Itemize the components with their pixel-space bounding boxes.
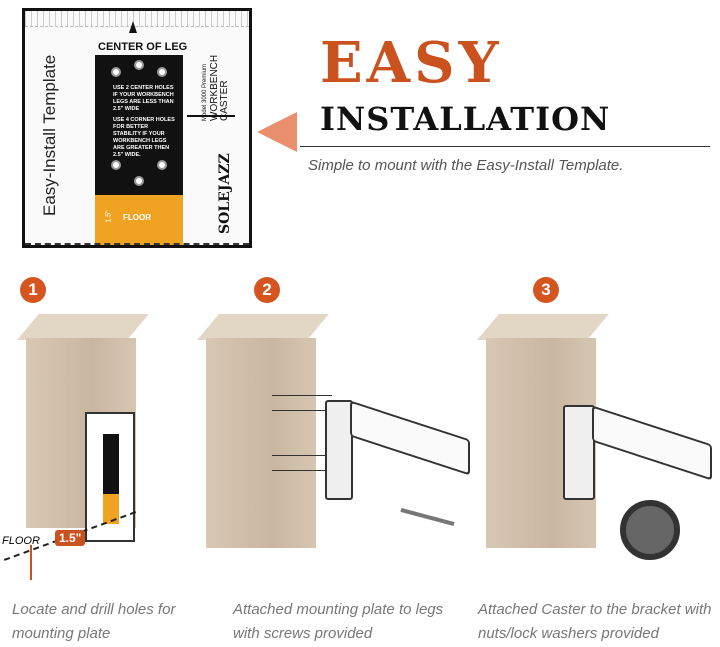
headline-easy: EASY <box>320 30 503 96</box>
hole-icon <box>134 176 144 186</box>
floor-zone: FLOOR 1.5" <box>95 195 183 245</box>
pointer-arrow-icon <box>257 112 297 152</box>
hole-icon <box>111 67 121 77</box>
center-of-leg-label: CENTER OF LEG <box>98 41 188 53</box>
brand-logo: SOLEJAZZ <box>217 153 233 234</box>
height-badge: 1.5" <box>55 530 86 546</box>
divider <box>187 115 235 117</box>
mounting-plate <box>563 405 595 500</box>
height-label: 1.5" <box>105 210 113 223</box>
step-caption: Attached mounting plate to legs with scr… <box>233 601 444 642</box>
floor-label: FLOOR <box>2 535 40 547</box>
hole-icon <box>157 67 167 77</box>
instruction-2: USE 4 CORNER HOLES FOR BETTER STABILITY … <box>113 117 175 158</box>
step-caption: Attached Caster to the bracket with nuts… <box>478 601 712 642</box>
step-number: 2 <box>254 277 280 303</box>
bracket <box>592 405 712 481</box>
step-number: 1 <box>20 277 46 303</box>
floor-zone <box>103 494 119 524</box>
screw-icon <box>400 507 455 527</box>
instruction-1: USE 2 CENTER HOLES IF YOUR WORKBENCH LEG… <box>113 85 174 112</box>
template-title: Easy-Install Template <box>40 54 59 216</box>
floor-label: FLOOR <box>123 213 151 222</box>
floor-arrow-icon <box>30 545 32 580</box>
install-template-image: CENTER OF LEG USE 2 CENTER HOLES IF YOUR… <box>22 8 252 248</box>
mounting-plate <box>325 400 353 500</box>
product-name: WORKBENCH CASTER <box>209 54 230 121</box>
ruler <box>25 11 249 27</box>
arrow-icon <box>272 470 332 471</box>
wood-top <box>17 314 149 340</box>
caster-wheel <box>620 500 680 560</box>
floor-line <box>25 243 249 245</box>
wood-leg <box>206 338 316 548</box>
hole-guide: USE 2 CENTER HOLES IF YOUR WORKBENCH LEG… <box>95 55 183 195</box>
arrow-icon <box>272 395 332 396</box>
step-caption: Locate and drill holes for mounting plat… <box>12 601 176 642</box>
arrow-icon <box>272 455 332 456</box>
center-pointer-icon <box>129 21 137 33</box>
step-number: 3 <box>533 277 559 303</box>
hole-icon <box>111 160 121 170</box>
wood-top <box>197 314 329 340</box>
arrow-icon <box>272 410 332 411</box>
screw-arrows <box>272 395 332 485</box>
bracket <box>350 400 470 476</box>
headline-installation: INSTALLATION <box>320 100 611 138</box>
template-on-leg <box>85 412 135 542</box>
divider <box>300 146 710 147</box>
hole-guide <box>103 434 119 494</box>
wood-top <box>477 314 609 340</box>
subtitle: Simple to mount with the Easy-Install Te… <box>308 157 624 174</box>
hole-icon <box>134 60 144 70</box>
hole-icon <box>157 160 167 170</box>
